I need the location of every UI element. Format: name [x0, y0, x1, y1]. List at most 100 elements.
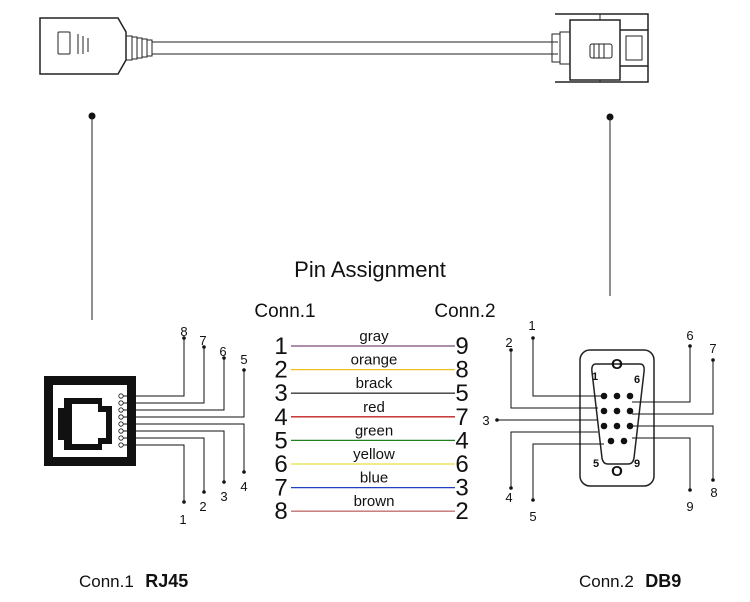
- db9-lead-line: [632, 425, 714, 480]
- db9-face-label-6: 6: [634, 374, 640, 386]
- db9-pin-label: 4: [505, 490, 512, 505]
- footer-left-prefix: Conn.1: [79, 572, 134, 591]
- footer-left-bold: RJ45: [145, 571, 188, 591]
- wire-right-pin: 7: [455, 404, 468, 431]
- db9-lead-dot: [531, 498, 535, 502]
- rj45-lead-line: [123, 370, 245, 418]
- rj45-lead-line: [123, 437, 205, 492]
- rj45-contact-dot: [118, 400, 124, 406]
- rj45-contact-dot: [118, 414, 124, 420]
- db9-lead-dot: [509, 348, 513, 352]
- conn1-header: Conn.1: [254, 301, 315, 322]
- wire-color-name: blue: [360, 470, 388, 487]
- db9-lead-dot: [509, 486, 513, 490]
- db9-lead-dot: [711, 358, 715, 362]
- db9-pin-label: 8: [710, 485, 717, 500]
- db9-lead-dot: [688, 344, 692, 348]
- db9-pin-leads: 1 2 3 4 5 6 7 8 9: [482, 318, 717, 524]
- wire-left-pin: 3: [274, 380, 287, 407]
- wire-right-pin: 4: [455, 427, 468, 454]
- db9-connector-face: O O 1 6 5 9: [579, 349, 655, 487]
- rj45-lead-line: [123, 430, 225, 482]
- svg-text:O: O: [611, 463, 623, 480]
- rj45-pin-label: 1: [179, 512, 186, 527]
- db9-face-label-1: 1: [592, 371, 598, 383]
- db9-lead-line: [532, 338, 604, 397]
- wire-right-pin: 3: [455, 475, 468, 502]
- db9-lead-line: [632, 360, 714, 415]
- footer-right-bold: DB9: [645, 571, 681, 591]
- rj45-lead-dot: [222, 356, 226, 360]
- rj45-jack: [44, 376, 136, 466]
- footer-right: Conn.2 DB9: [579, 571, 681, 591]
- db9-lead-dot: [688, 488, 692, 492]
- db9-pin-label: 5: [529, 509, 536, 524]
- svg-text:O: O: [611, 356, 623, 373]
- rj45-lead-line: [123, 444, 185, 502]
- db9-pin-dot: [607, 437, 615, 445]
- cable-illustration: [39, 13, 649, 83]
- db9-pin-label: 9: [686, 499, 693, 514]
- wire-color-name: green: [355, 422, 393, 439]
- db9-pin-label: 3: [482, 413, 489, 428]
- db9-lead-dot: [711, 478, 715, 482]
- db9-pin-label: 7: [709, 341, 716, 356]
- rj45-pin-label: 7: [199, 333, 206, 348]
- wire-color-name: gray: [359, 328, 389, 345]
- wire-color-name: red: [363, 399, 385, 416]
- wire-left-pin: 6: [274, 451, 287, 478]
- leader-lines: [88, 112, 614, 320]
- db9-pin-label: 2: [505, 335, 512, 350]
- rj45-pin-label: 5: [240, 352, 247, 367]
- rj45-contact-dot: [118, 393, 124, 399]
- wire-color-name: brown: [354, 493, 395, 510]
- db9-pin-dot: [600, 407, 608, 415]
- db9-pin-dot: [626, 422, 634, 430]
- diagram-title: Pin Assignment: [294, 257, 446, 282]
- db9-pin-dots: [600, 392, 634, 445]
- rj45-lead-line: [123, 423, 245, 472]
- wire-color-name: orange: [351, 352, 398, 369]
- wire-color-name: brack: [356, 375, 393, 392]
- db9-pin-dot: [613, 392, 621, 400]
- footer-right-prefix: Conn.2: [579, 572, 634, 591]
- db9-cable-end-icon: [551, 13, 649, 83]
- db9-lead-line: [510, 350, 598, 409]
- db9-pin-dot: [626, 392, 634, 400]
- rj45-lead-dot: [182, 500, 186, 504]
- rj45-pin-label: 2: [199, 499, 206, 514]
- db9-pin-label: 6: [686, 328, 693, 343]
- db9-pin-dot: [620, 437, 628, 445]
- wire-left-pin: 5: [274, 427, 287, 454]
- rj45-lead-line: [123, 338, 185, 397]
- wire-left-pin: 7: [274, 475, 287, 502]
- db9-pin-dot: [613, 422, 621, 430]
- rj45-pin-label: 3: [220, 489, 227, 504]
- wire-left-pin: 1: [274, 333, 287, 360]
- conn2-header: Conn.2: [434, 301, 495, 322]
- rj45-contact-dot: [118, 435, 124, 441]
- wire-color-name: yellow: [353, 446, 395, 463]
- rj45-pin-label: 8: [180, 324, 187, 339]
- db9-face-label-9: 9: [634, 458, 640, 470]
- rj45-lead-dot: [222, 480, 226, 484]
- db9-pin-dot: [626, 407, 634, 415]
- db9-lead-dot: [495, 418, 499, 422]
- db9-lead-line: [510, 431, 598, 488]
- wire-right-pin: 9: [455, 333, 468, 360]
- footer-left: Conn.1 RJ45: [79, 571, 188, 591]
- rj45-lead-dot: [202, 490, 206, 494]
- db9-lead-dot: [531, 336, 535, 340]
- db9-face-label-5: 5: [593, 458, 599, 470]
- wire-right-pin: 8: [455, 357, 468, 384]
- rj45-pin-label: 4: [240, 479, 247, 494]
- rj45-cable-end-icon: [39, 17, 153, 75]
- db9-pin-dot: [600, 422, 608, 430]
- db9-lead-line: [632, 346, 691, 403]
- rj45-pin-label: 6: [219, 344, 226, 359]
- wire-left-pin: 2: [274, 357, 287, 384]
- wire-right-pin: 6: [455, 451, 468, 478]
- rj45-lead-line: [123, 347, 205, 404]
